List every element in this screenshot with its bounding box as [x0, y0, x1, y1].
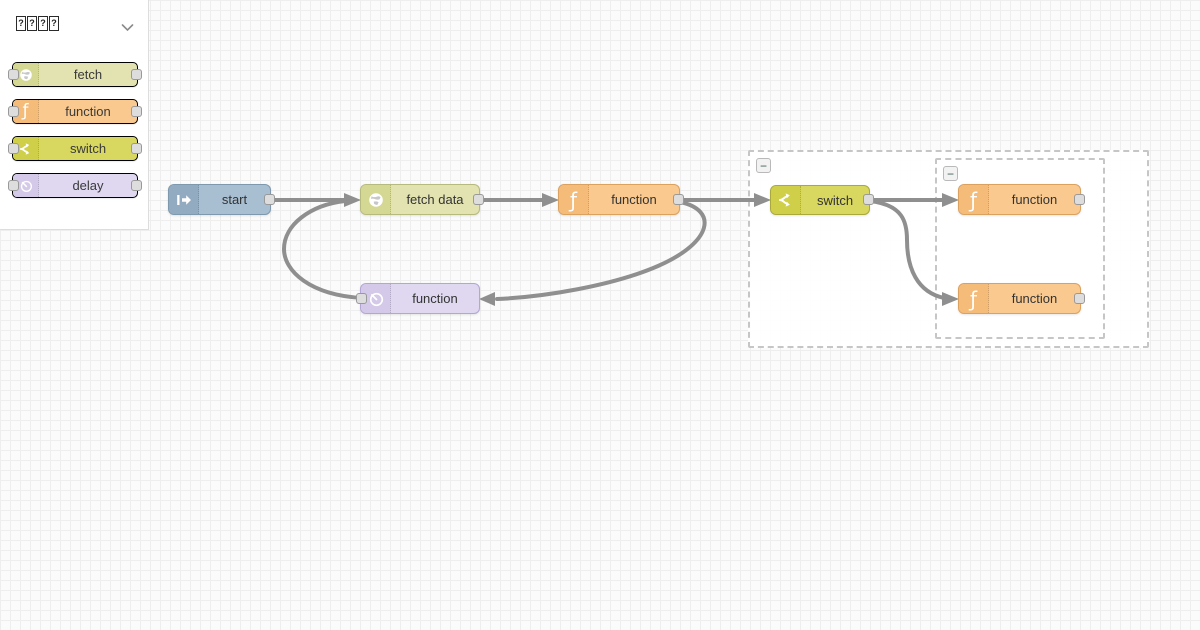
input-port	[8, 143, 19, 154]
arrowhead	[344, 193, 361, 207]
node-function-loop-delay[interactable]: function	[356, 283, 480, 314]
switch-branch-icon	[771, 186, 801, 214]
palette-panel: ???? fetch ƒ function	[0, 0, 149, 230]
palette-item-label: function	[65, 104, 111, 119]
globe-icon	[13, 63, 39, 86]
output-port[interactable]	[1074, 194, 1085, 205]
node-label: switch	[816, 192, 854, 208]
palette-item-fetch[interactable]: fetch	[8, 62, 142, 87]
timer-icon	[13, 174, 39, 197]
node-label: start	[221, 192, 248, 207]
palette-item-label: switch	[69, 141, 107, 156]
group-inner-collapse-button[interactable]: −	[943, 166, 958, 181]
globe-icon	[361, 185, 391, 214]
palette-category-header[interactable]: ????	[0, 0, 148, 44]
node-function-branch-top[interactable]: ƒ function	[958, 184, 1085, 215]
chevron-down-icon	[121, 19, 134, 37]
inject-arrow-icon	[169, 185, 199, 214]
node-label: function	[1011, 192, 1058, 207]
input-port	[8, 180, 19, 191]
node-fetch-data[interactable]: fetch data	[360, 184, 484, 215]
output-port	[131, 143, 142, 154]
output-port[interactable]	[1074, 293, 1085, 304]
output-port	[131, 69, 142, 80]
group-outer-collapse-button[interactable]: −	[756, 158, 771, 173]
node-label: function	[412, 291, 458, 306]
input-port	[8, 106, 19, 117]
wire-delay-to-fetch[interactable]	[281, 199, 364, 300]
node-label: function	[1011, 291, 1058, 306]
output-port	[131, 180, 142, 191]
node-label: function	[611, 192, 657, 207]
palette-item-switch[interactable]: switch	[8, 136, 142, 161]
palette-item-delay[interactable]: delay	[8, 173, 142, 198]
function-icon: ƒ	[959, 185, 989, 214]
output-port[interactable]	[264, 194, 275, 205]
switch-branch-icon	[13, 137, 39, 160]
output-port	[131, 106, 142, 117]
arrowhead	[479, 292, 495, 306]
node-function-main[interactable]: ƒ function	[558, 184, 684, 215]
palette-item-function[interactable]: ƒ function	[8, 99, 142, 124]
function-icon: ƒ	[13, 100, 39, 123]
output-port[interactable]	[356, 293, 367, 304]
node-switch[interactable]: switch	[770, 185, 874, 215]
node-function-branch-bottom[interactable]: ƒ function	[958, 283, 1085, 314]
output-port[interactable]	[473, 194, 484, 205]
arrowhead	[542, 193, 559, 207]
function-icon: ƒ	[559, 185, 589, 214]
input-port	[8, 69, 19, 80]
function-icon: ƒ	[959, 284, 989, 313]
palette-item-label: fetch	[73, 67, 103, 82]
node-label: fetch data	[406, 192, 464, 207]
palette-category-label: ????	[16, 15, 60, 32]
output-port[interactable]	[673, 194, 684, 205]
palette-item-label: delay	[72, 178, 104, 193]
wire-function-to-delay[interactable]	[495, 200, 707, 301]
node-start[interactable]: start	[168, 184, 275, 215]
output-port[interactable]	[863, 194, 874, 205]
